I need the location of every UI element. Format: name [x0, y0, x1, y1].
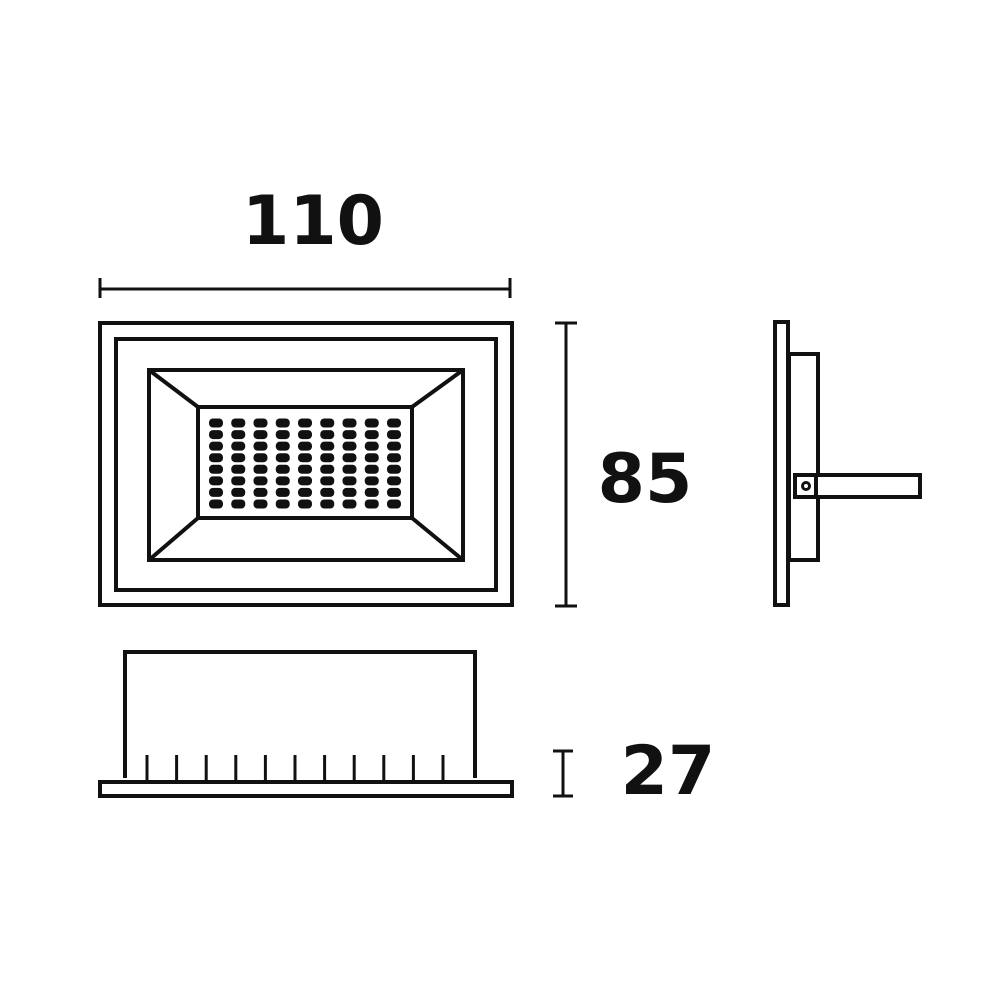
led [320, 430, 335, 440]
led [320, 499, 335, 509]
led [231, 453, 246, 463]
led [364, 487, 379, 497]
side-view [773, 320, 922, 607]
led [231, 441, 246, 451]
side-panel [773, 320, 790, 607]
led [342, 453, 357, 463]
led [209, 487, 223, 497]
housing [123, 650, 477, 778]
heatsink-fins [145, 755, 445, 782]
led [342, 441, 357, 451]
led [209, 476, 223, 486]
led [364, 418, 379, 428]
led [387, 487, 401, 497]
led [209, 418, 223, 428]
height-label: 85 [597, 440, 693, 519]
led [209, 441, 223, 451]
led [231, 476, 246, 486]
led [387, 464, 401, 474]
led [253, 464, 268, 474]
led [298, 476, 312, 486]
width-label: 110 [242, 182, 384, 261]
led [231, 464, 246, 474]
led [342, 418, 357, 428]
depth-dimension-line [553, 749, 573, 798]
led [387, 418, 401, 428]
led [253, 476, 268, 486]
led [364, 453, 379, 463]
led [275, 441, 290, 451]
led [320, 418, 335, 428]
side-body [787, 352, 820, 562]
reflector-frame [147, 368, 465, 562]
led [298, 441, 312, 451]
led [253, 499, 268, 509]
inner-frame [114, 337, 498, 592]
led [253, 487, 268, 497]
led [364, 476, 379, 486]
led [320, 464, 335, 474]
led-panel [196, 405, 414, 520]
pivot-screw-icon [801, 481, 811, 491]
led [298, 418, 312, 428]
base-plate [98, 780, 514, 798]
led [298, 499, 312, 509]
led-array [209, 418, 401, 509]
led [231, 499, 246, 509]
led [387, 499, 401, 509]
led [298, 430, 312, 440]
depth-label: 27 [620, 732, 716, 811]
led [320, 487, 335, 497]
led [209, 430, 223, 440]
led [320, 453, 335, 463]
led [209, 453, 223, 463]
led [275, 476, 290, 486]
led [275, 418, 290, 428]
led [342, 464, 357, 474]
led [298, 464, 312, 474]
led [342, 430, 357, 440]
led [253, 430, 268, 440]
led [231, 487, 246, 497]
led [342, 476, 357, 486]
led [209, 464, 223, 474]
led [231, 430, 246, 440]
outer-frame [98, 321, 514, 607]
led [387, 430, 401, 440]
led [387, 476, 401, 486]
bracket-pivot [793, 473, 818, 499]
led [342, 487, 357, 497]
width-dimension-line [98, 278, 512, 298]
led [253, 453, 268, 463]
led [275, 430, 290, 440]
led [320, 441, 335, 451]
led [253, 418, 268, 428]
led [275, 487, 290, 497]
led [364, 441, 379, 451]
led [387, 453, 401, 463]
led [231, 418, 246, 428]
led [253, 441, 268, 451]
led [364, 430, 379, 440]
led [364, 464, 379, 474]
led [364, 499, 379, 509]
led [275, 464, 290, 474]
bottom-view [98, 650, 514, 798]
front-view [98, 321, 514, 607]
led [275, 499, 290, 509]
led [298, 487, 312, 497]
led [342, 499, 357, 509]
led [298, 453, 312, 463]
led [209, 499, 223, 509]
led [320, 476, 335, 486]
led [275, 453, 290, 463]
height-dimension-line [555, 321, 577, 608]
led [387, 441, 401, 451]
